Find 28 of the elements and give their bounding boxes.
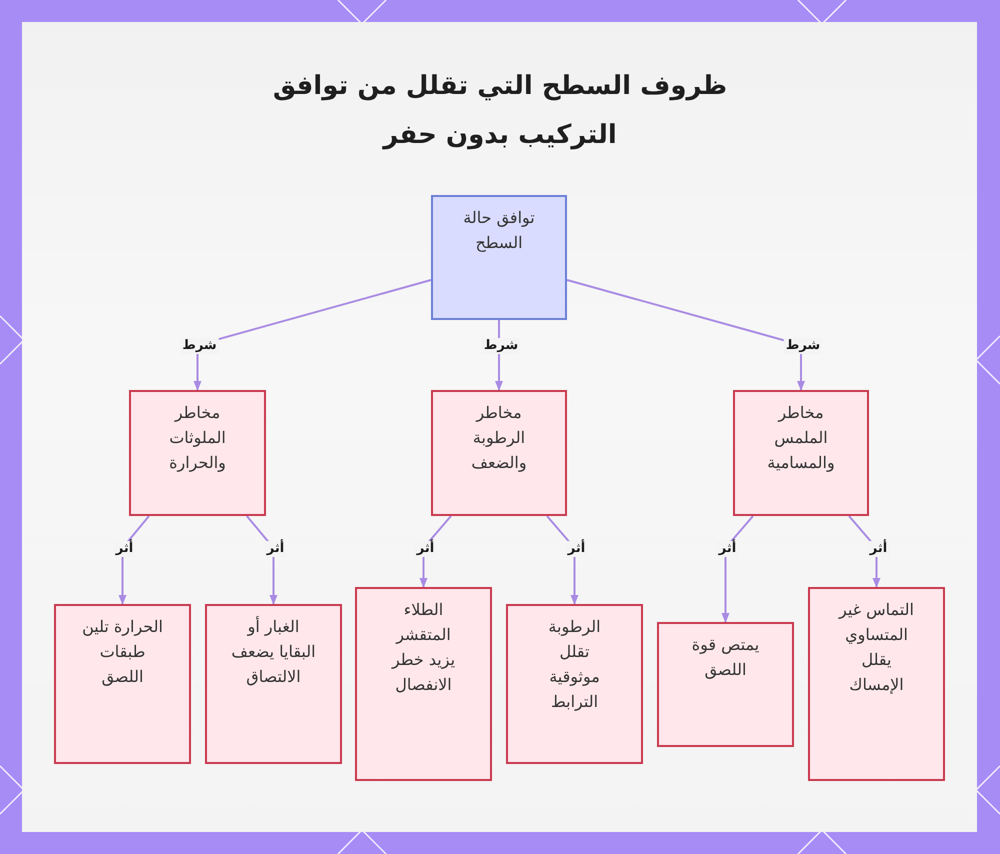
edge-label: أثر: [868, 541, 890, 557]
effect-box: الرطوبة تقلل موثوقية الترابط: [506, 604, 643, 764]
category-box: مخاطر الملمس والمسامية: [733, 390, 869, 516]
connector-arrow: [420, 515, 452, 588]
edge-label: أثر: [114, 541, 136, 557]
connector-arrow: [546, 515, 578, 605]
edge-label: أثر: [716, 541, 738, 557]
concept-box: توافق حالة السطح: [431, 195, 567, 320]
diagram-title: ظروف السطح التي تقلل من توافق التركيب بدون حفر: [272, 70, 728, 152]
category-box: مخاطر الرطوبة والضعف: [431, 390, 567, 516]
effect-box: التماس غير المتساوي يقلل الإمساك: [808, 587, 945, 781]
effect-box: الغبار أو البقايا يضعف الالتصاق: [205, 604, 342, 764]
edge-label: شرط: [482, 338, 520, 354]
edge-label: أثر: [566, 541, 588, 557]
connector-arrow: [722, 515, 754, 623]
edge-label: شرط: [784, 338, 822, 354]
connector-arrow: [118, 515, 150, 605]
connector-arrow: [566, 279, 805, 391]
edge-label: شرط: [180, 338, 219, 354]
connector-arrow: [194, 279, 432, 391]
effect-box: يمتص قوة اللصق: [657, 622, 794, 747]
connector-arrow: [848, 515, 880, 588]
category-box: مخاطر الملوثات والحرارة: [129, 390, 266, 516]
edge-label: أثر: [264, 541, 286, 557]
connector-arrow: [246, 515, 278, 605]
effect-box: الحرارة تلين طبقات اللصق: [54, 604, 191, 764]
edge-label: أثر: [414, 541, 436, 557]
effect-box: الطلاء المتقشر يزيد خطر الانفصال: [355, 587, 492, 781]
